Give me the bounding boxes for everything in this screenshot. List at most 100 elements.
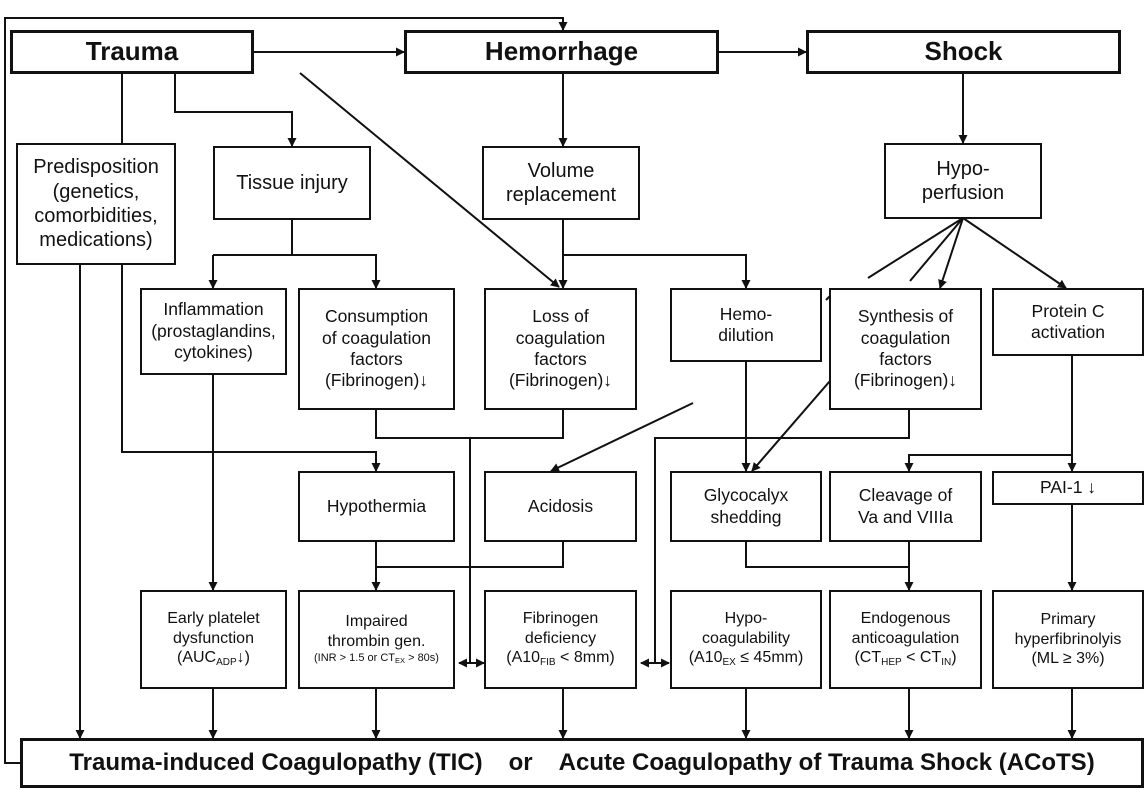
inflammation-box: Inflammation (prostaglandins, cytokines) bbox=[140, 288, 287, 375]
platelet-box: Early platelet dysfunction (AUCADP↓) bbox=[140, 590, 287, 689]
consumption-line: Consumption bbox=[324, 306, 429, 327]
fibrinogen-metric: (A10FIB < 8mm) bbox=[506, 649, 615, 669]
trauma-box: Trauma bbox=[10, 30, 254, 74]
synthesis-line: factors bbox=[879, 349, 932, 369]
hypoperfusion-line: Hypo- bbox=[936, 157, 990, 180]
cleavage-line: Cleavage of bbox=[858, 485, 953, 506]
arrow-tissue-consumption bbox=[292, 254, 381, 289]
hemodilution-line: dilution bbox=[718, 325, 774, 345]
arrow-hypo-synthesis bbox=[938, 217, 964, 289]
acots-label: Acute Coagulopathy of Trauma Shock (ACoT… bbox=[558, 749, 1095, 777]
trauma-label: Trauma bbox=[85, 36, 179, 67]
line-tissue-split bbox=[213, 218, 293, 256]
loss-line: coagulation bbox=[515, 327, 606, 348]
acidosis-label: Acidosis bbox=[527, 495, 594, 516]
cleavage-line: Va and VIIIa bbox=[857, 506, 954, 527]
arrow-volume-hemodilution bbox=[563, 254, 751, 289]
predisposition-box: Predisposition (genetics, comorbidities,… bbox=[16, 143, 176, 265]
loss-box: Loss of coagulation factors (Fibrinogen)… bbox=[484, 288, 637, 410]
endogenous-line: anticoagulation bbox=[851, 629, 960, 647]
line-hypothermia-acidosis-merge bbox=[375, 541, 564, 568]
platelet-line: Early platelet bbox=[167, 610, 260, 628]
volume-replacement-box: Volume replacement bbox=[482, 146, 640, 220]
line-synthesis-down bbox=[654, 410, 910, 663]
tissue-injury-label: Tissue injury bbox=[236, 171, 348, 194]
platelet-line: dysfunction bbox=[173, 629, 254, 647]
hypocoag-line: coagulability bbox=[701, 629, 791, 647]
inflammation-line: cytokines) bbox=[174, 342, 253, 363]
hemodilution-box: Hemo- dilution bbox=[670, 288, 822, 362]
fibrinogen-line: Fibrinogen bbox=[522, 610, 599, 628]
arrow-hypo-proteinc bbox=[962, 217, 1067, 289]
hypothermia-label: Hypothermia bbox=[326, 495, 427, 516]
predisposition-line: Predisposition bbox=[33, 156, 159, 179]
loss-line: factors bbox=[534, 349, 587, 369]
cleavage-box: Cleavage of Va and VIIIa bbox=[829, 471, 982, 542]
synthesis-box: Synthesis of coagulation factors (Fibrin… bbox=[829, 288, 982, 410]
endogenous-line: Endogenous bbox=[860, 610, 951, 628]
hypoperfusion-box: Hypo- perfusion bbox=[884, 143, 1042, 219]
hyperfib-line: hyperfibrinolyis bbox=[1014, 630, 1122, 648]
inflammation-line: (prostaglandins, bbox=[151, 320, 276, 341]
arrow-synthesis-glycocalyx bbox=[751, 373, 837, 472]
arrow-trauma-loss bbox=[299, 72, 560, 288]
shock-label: Shock bbox=[924, 36, 1003, 67]
predisposition-line: (genetics, bbox=[52, 180, 140, 203]
acidosis-box: Acidosis bbox=[484, 471, 637, 542]
loss-line: Loss of bbox=[532, 306, 589, 327]
protein-c-box: Protein C activation bbox=[992, 288, 1144, 356]
hypocoag-metric: (A10EX ≤ 45mm) bbox=[688, 649, 804, 669]
consumption-box: Consumption of coagulation factors (Fibr… bbox=[298, 288, 455, 410]
hyperfib-metric: (ML ≥ 3%) bbox=[1031, 650, 1105, 668]
hypoperfusion-line: perfusion bbox=[921, 182, 1005, 204]
consumption-line: (Fibrinogen)↓ bbox=[324, 370, 429, 391]
glycocalyx-line: Glycocalyx bbox=[703, 485, 789, 506]
thrombin-line: Impaired bbox=[345, 613, 408, 631]
arrow-trauma-tissue bbox=[174, 73, 297, 147]
line-hypo-left bbox=[867, 217, 964, 279]
endogenous-metric: (CTHEP < CTIN) bbox=[854, 649, 957, 669]
inflammation-line: Inflammation bbox=[163, 299, 264, 320]
pai1-box: PAI-1 ↓ bbox=[992, 471, 1144, 505]
arrow-hemodilution-acidosis bbox=[550, 402, 694, 472]
line-consumption-loss-merge bbox=[375, 410, 564, 439]
line-hypo-mid bbox=[909, 217, 964, 282]
tic-label: Trauma-induced Coagulopathy (TIC) bbox=[69, 749, 483, 777]
hypocoag-line: Hypo- bbox=[724, 610, 768, 628]
consumption-line: of coagulation bbox=[322, 327, 431, 348]
hyperfib-box: Primary hyperfibrinolyis (ML ≥ 3%) bbox=[992, 590, 1144, 689]
protein-c-line: activation bbox=[1031, 322, 1105, 342]
thrombin-box: Impaired thrombin gen. (INR > 1.5 or CTE… bbox=[298, 590, 455, 689]
thrombin-line: thrombin gen. bbox=[327, 632, 426, 650]
arrow-predisposition-hypothermia bbox=[121, 143, 381, 472]
hypothermia-box: Hypothermia bbox=[298, 471, 455, 542]
endogenous-box: Endogenous anticoagulation (CTHEP < CTIN… bbox=[829, 590, 982, 689]
or-label: or bbox=[508, 749, 533, 777]
tissue-injury-box: Tissue injury bbox=[213, 146, 371, 220]
predisposition-line: medications) bbox=[39, 229, 153, 252]
consumption-line: factors bbox=[350, 349, 403, 369]
platelet-metric: (AUCADP↓) bbox=[177, 649, 250, 669]
arrow-proteinc-cleavage bbox=[904, 454, 1072, 472]
hemorrhage-box: Hemorrhage bbox=[404, 30, 719, 74]
synthesis-line: coagulation bbox=[860, 327, 951, 348]
thrombin-metric: (INR > 1.5 or CTEX > 80s) bbox=[314, 652, 439, 666]
shock-box: Shock bbox=[806, 30, 1121, 74]
predisposition-line: comorbidities, bbox=[34, 205, 158, 227]
coagulopathy-box: Trauma-induced Coagulopathy (TIC) or Acu… bbox=[20, 738, 1144, 788]
fibrinogen-line: deficiency bbox=[524, 629, 597, 647]
synthesis-line: (Fibrinogen)↓ bbox=[853, 370, 958, 391]
feedback-loop-line bbox=[4, 17, 568, 764]
fibrinogen-box: Fibrinogen deficiency (A10FIB < 8mm) bbox=[484, 590, 637, 689]
volume-line: Volume bbox=[527, 159, 595, 182]
volume-line: replacement bbox=[505, 184, 617, 206]
loss-line: (Fibrinogen)↓ bbox=[508, 370, 613, 391]
synthesis-line: Synthesis of bbox=[857, 306, 954, 327]
protein-c-line: Protein C bbox=[1031, 300, 1105, 321]
glycocalyx-line: shedding bbox=[710, 506, 782, 527]
line-glycocalyx-cleavage-merge bbox=[745, 541, 910, 568]
pai1-label: PAI-1 ↓ bbox=[1039, 477, 1097, 498]
hypocoag-box: Hypo- coagulability (A10EX ≤ 45mm) bbox=[670, 590, 822, 689]
hemodilution-line: Hemo- bbox=[719, 303, 773, 324]
